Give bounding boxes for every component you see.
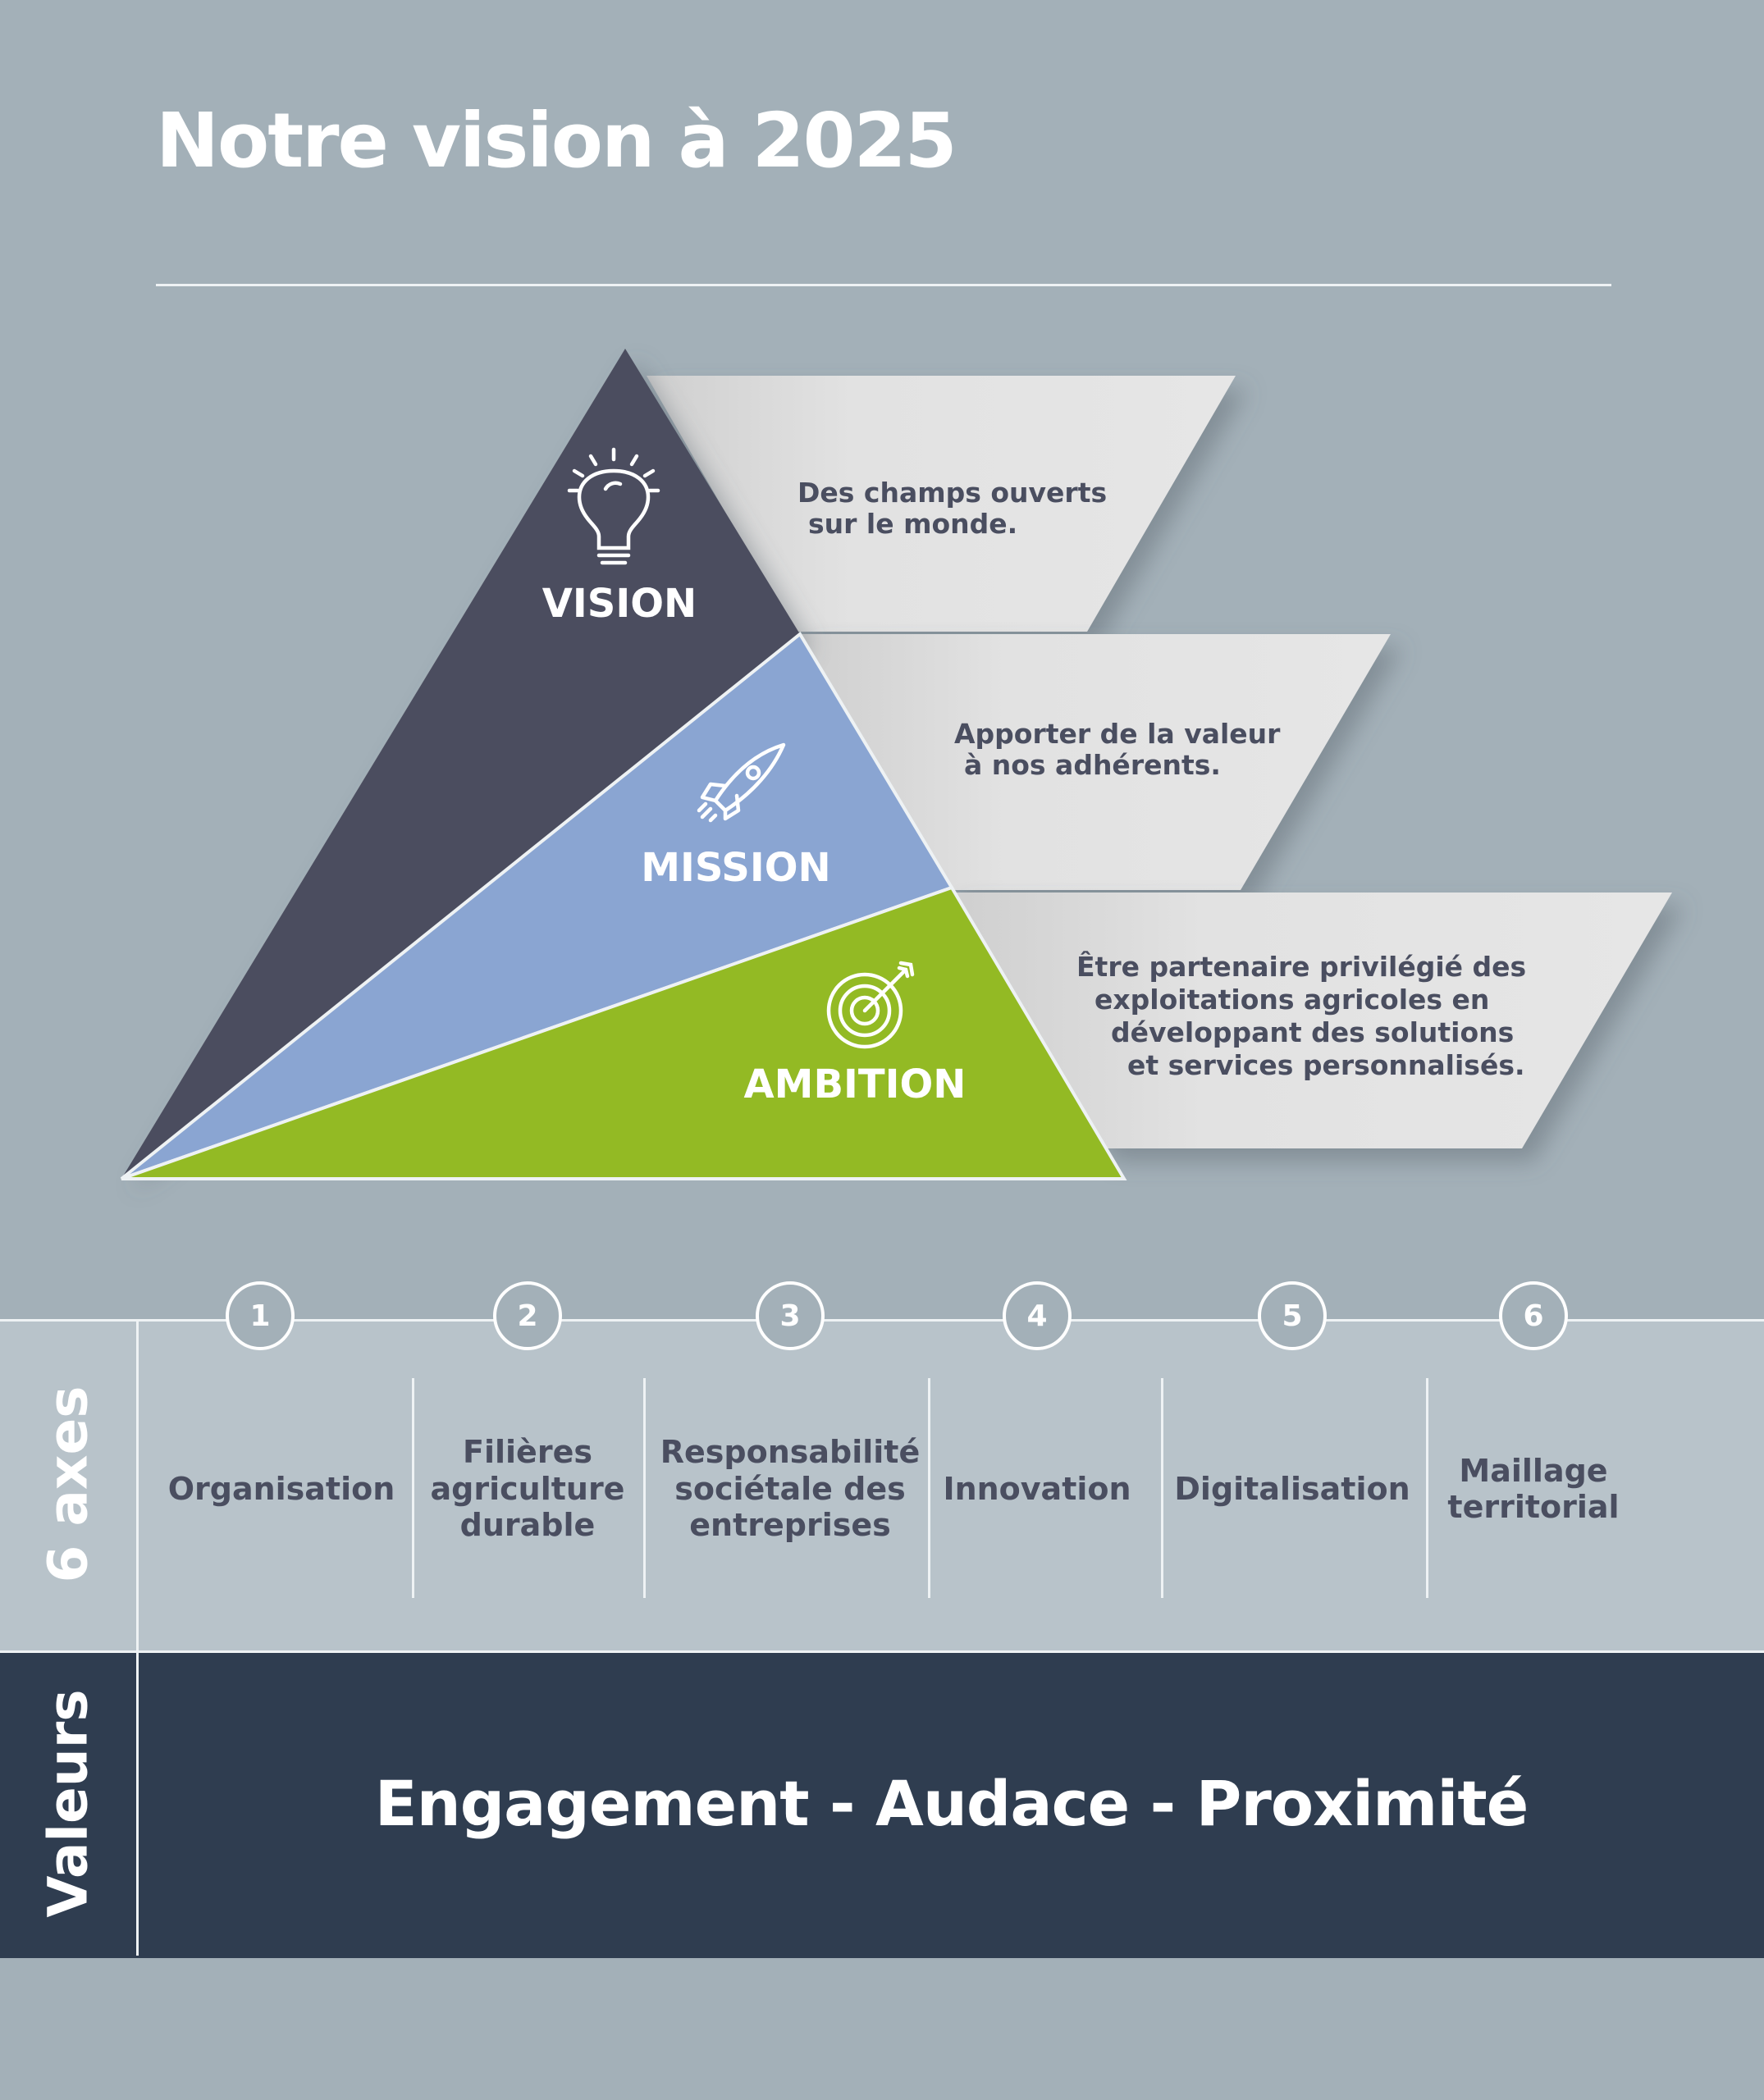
side-divider [136, 1319, 139, 1956]
page-title: Notre vision à 2025 [156, 97, 957, 185]
vision-tier [121, 349, 800, 1179]
axis-label-organisation: Organisation [167, 1470, 395, 1507]
axis-number-4: 4 [1003, 1281, 1072, 1350]
pyramid-diagram: VISION MISSION AMBITION Des champs ouver… [120, 349, 1672, 1180]
axis-number-6: 6 [1499, 1281, 1568, 1350]
axis-number-3: 3 [756, 1281, 825, 1350]
ambition-panel [952, 892, 1672, 1148]
axes-side-label: 6 axes [36, 1385, 100, 1583]
axis-number-2: 2 [493, 1281, 562, 1350]
vision-description: Des champs ouverts sur le monde. [797, 477, 1117, 540]
mission-description: Apporter de la valeur à nos adhérents. [954, 718, 1290, 781]
rocket-icon [697, 742, 786, 823]
axis-label-digitalisation: Digitalisation [1174, 1470, 1410, 1507]
lightbulb-icon [567, 447, 660, 565]
axis-separator [1161, 1378, 1163, 1598]
axis-separator [928, 1378, 930, 1598]
vision-label: VISION [542, 581, 697, 627]
values-band [0, 1650, 1764, 1958]
ambition-label: AMBITION [744, 1061, 967, 1107]
target-icon [826, 961, 915, 1049]
vision-panel [647, 376, 1236, 632]
axes-band [0, 1319, 1764, 1651]
axis-number-1: 1 [226, 1281, 295, 1350]
mission-panel [800, 634, 1391, 890]
axis-separator [1426, 1378, 1428, 1598]
axis-number-5: 5 [1258, 1281, 1327, 1350]
axis-separator [643, 1378, 646, 1598]
axis-label-innovation: Innovation [943, 1470, 1131, 1507]
values-text: Engagement - Audace - Proximité [374, 1766, 1529, 1840]
ambition-tier [121, 885, 1127, 1180]
ambition-description: Être partenaire privilégié des exploitat… [1076, 950, 1536, 1081]
mission-label: MISSION [641, 845, 830, 891]
title-divider [156, 284, 1611, 286]
axis-separator [412, 1378, 414, 1598]
values-side-label: Valeurs [36, 1688, 100, 1918]
